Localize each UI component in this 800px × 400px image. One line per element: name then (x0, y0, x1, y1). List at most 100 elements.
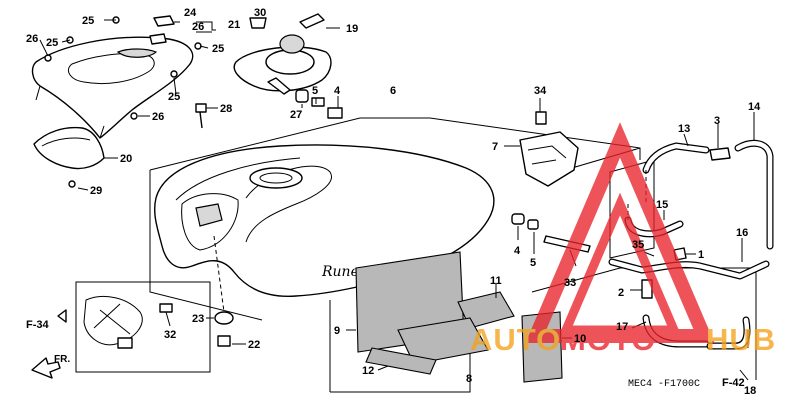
label-26a: 26 (192, 21, 204, 33)
label-27: 27 (290, 109, 302, 121)
label-17: 17 (616, 321, 628, 333)
label-26b: 26 (26, 33, 38, 45)
reference-labels: F-34 FR. F-42 MEC4 -F1700C (26, 319, 745, 390)
cover-clip-24 (153, 15, 175, 27)
bolt-32 (159, 303, 173, 313)
tank-badge: Rune (321, 264, 359, 280)
label-34: 34 (534, 85, 547, 97)
watermark-text-auto: AUTO (470, 322, 561, 357)
main-frame-left (149, 170, 263, 321)
label-12: 12 (362, 365, 374, 377)
tank-cover-opening (68, 53, 155, 85)
label-20: 20 (120, 153, 132, 165)
tank-bracket (195, 203, 223, 227)
collar-5 (311, 97, 325, 107)
filler-neck-inner (259, 172, 293, 184)
wiring-frame (75, 281, 211, 373)
label-4b: 4 (514, 245, 521, 257)
ref-front: FR. (54, 354, 70, 365)
part-labels: 25 24 26 21 30 19 26 25 25 25 26 28 6 5 … (26, 7, 761, 397)
joint-3 (709, 147, 731, 161)
wiring-harness (93, 303, 131, 335)
grommet-27 (295, 89, 309, 103)
label-7: 7 (492, 141, 498, 153)
bracket-7 (519, 131, 579, 187)
tank-cover-assembly (31, 15, 202, 139)
sensor-leader (213, 235, 225, 313)
collar-5b (527, 219, 539, 230)
label-25a: 25 (82, 15, 94, 27)
label-13: 13 (678, 123, 690, 135)
fuel-sensor-wiring (83, 235, 234, 349)
label-9: 9 (334, 325, 340, 337)
bolt-icon-29 (68, 180, 76, 188)
watermark-text-hub: HUB (706, 322, 776, 357)
cover-emblem (116, 48, 158, 58)
main-frame-top (149, 117, 641, 171)
cap-nut-30 (249, 17, 267, 29)
sub-cover-ridge (41, 137, 91, 147)
label-26c: 26 (152, 111, 164, 123)
watermark-logo: AUTO MOTO HUB (470, 122, 776, 357)
fuel-cap-lock (279, 34, 305, 54)
arrow-front-icon (31, 357, 61, 379)
ref-f34: F-34 (26, 319, 50, 331)
label-35: 35 (632, 239, 644, 251)
label-25d: 25 (168, 91, 180, 103)
label-22: 22 (248, 339, 260, 351)
grommet-23 (214, 311, 234, 325)
cover-edge-lines (35, 85, 105, 139)
sub-cover-assembly (33, 126, 105, 188)
label-32: 32 (164, 329, 176, 341)
label-24: 24 (184, 7, 197, 19)
label-29: 29 (90, 185, 102, 197)
tank-pads (355, 251, 563, 383)
watermark-triangle-outer (525, 122, 715, 343)
bolt-28 (195, 103, 207, 129)
label-4a: 4 (334, 85, 341, 97)
arrow-ref-icon-f42 (739, 369, 749, 381)
ref-f42: F-42 (722, 377, 745, 389)
pad-8 (397, 317, 489, 365)
watermark-triangle-inner (559, 192, 681, 335)
label-23: 23 (192, 313, 204, 325)
tank-highlight (175, 157, 301, 201)
label-16: 16 (736, 227, 748, 239)
drawing-code: MEC4 -F1700C (628, 379, 700, 390)
label-33: 33 (564, 277, 576, 289)
sub-cover (33, 126, 105, 170)
label-19: 19 (346, 23, 358, 35)
fastener-set (195, 89, 343, 129)
bolt-icon-26c (130, 112, 138, 120)
label-28: 28 (220, 103, 232, 115)
connector (117, 337, 133, 349)
wiring-loop (83, 296, 143, 346)
filler-neck (249, 167, 303, 189)
label-25b: 25 (46, 37, 58, 49)
label-30: 30 (254, 7, 266, 19)
tank-side-recess (181, 193, 239, 251)
bolt-34 (535, 111, 547, 125)
reference-arrows (31, 309, 749, 381)
label-21: 21 (228, 19, 240, 31)
label-14: 14 (748, 101, 761, 113)
label-8: 8 (466, 373, 472, 385)
label-5b: 5 (530, 257, 536, 269)
fuel-cap-hinge (267, 77, 291, 95)
watermark-text-moto: MOTO (560, 322, 656, 357)
label-15: 15 (656, 199, 668, 211)
arrow-ref-icon (57, 309, 67, 323)
bracket-detail (527, 145, 567, 165)
label-2: 2 (618, 287, 624, 299)
cushion-4 (327, 107, 343, 119)
key-icon (299, 13, 325, 29)
label-3: 3 (714, 115, 720, 127)
label-25c: 25 (212, 43, 224, 55)
tank-cover-shell (31, 36, 194, 139)
cover-clip-26 (149, 33, 167, 45)
label-10: 10 (574, 333, 586, 345)
label-1: 1 (698, 249, 704, 261)
label-5a: 5 (312, 85, 318, 97)
